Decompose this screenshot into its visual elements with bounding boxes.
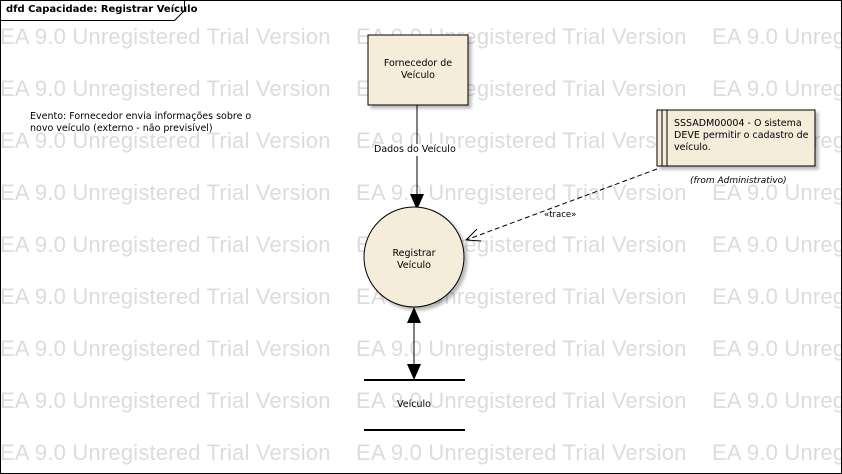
requirement-text: SSSADM00004 - O sistema DEVE permitir o … — [674, 118, 809, 153]
frame-title-tab — [0, 0, 185, 21]
external-entity-box[interactable] — [367, 34, 469, 106]
trace-arrowhead — [464, 228, 482, 242]
data-store-label: Veículo — [397, 399, 431, 410]
flow-arrowhead-up — [407, 307, 421, 323]
trace-line[interactable] — [465, 168, 658, 241]
requirement-from: (from Administrativo) — [690, 176, 787, 186]
flow-label-in: Dados do Veículo — [374, 144, 456, 156]
frame-title: dfd Capacidade: Registrar Veículo — [6, 4, 198, 15]
external-entity-label: Fornecedor de Veículo — [383, 58, 453, 81]
trace-label: «trace» — [544, 210, 577, 220]
event-note: Evento: Fornecedor envia informações sob… — [30, 111, 252, 134]
flow-arrowhead-down — [407, 364, 421, 380]
flow-arrowhead-in — [410, 194, 424, 210]
process-label: Registrar Veículo — [392, 248, 436, 271]
requirement-box[interactable] — [656, 109, 816, 167]
